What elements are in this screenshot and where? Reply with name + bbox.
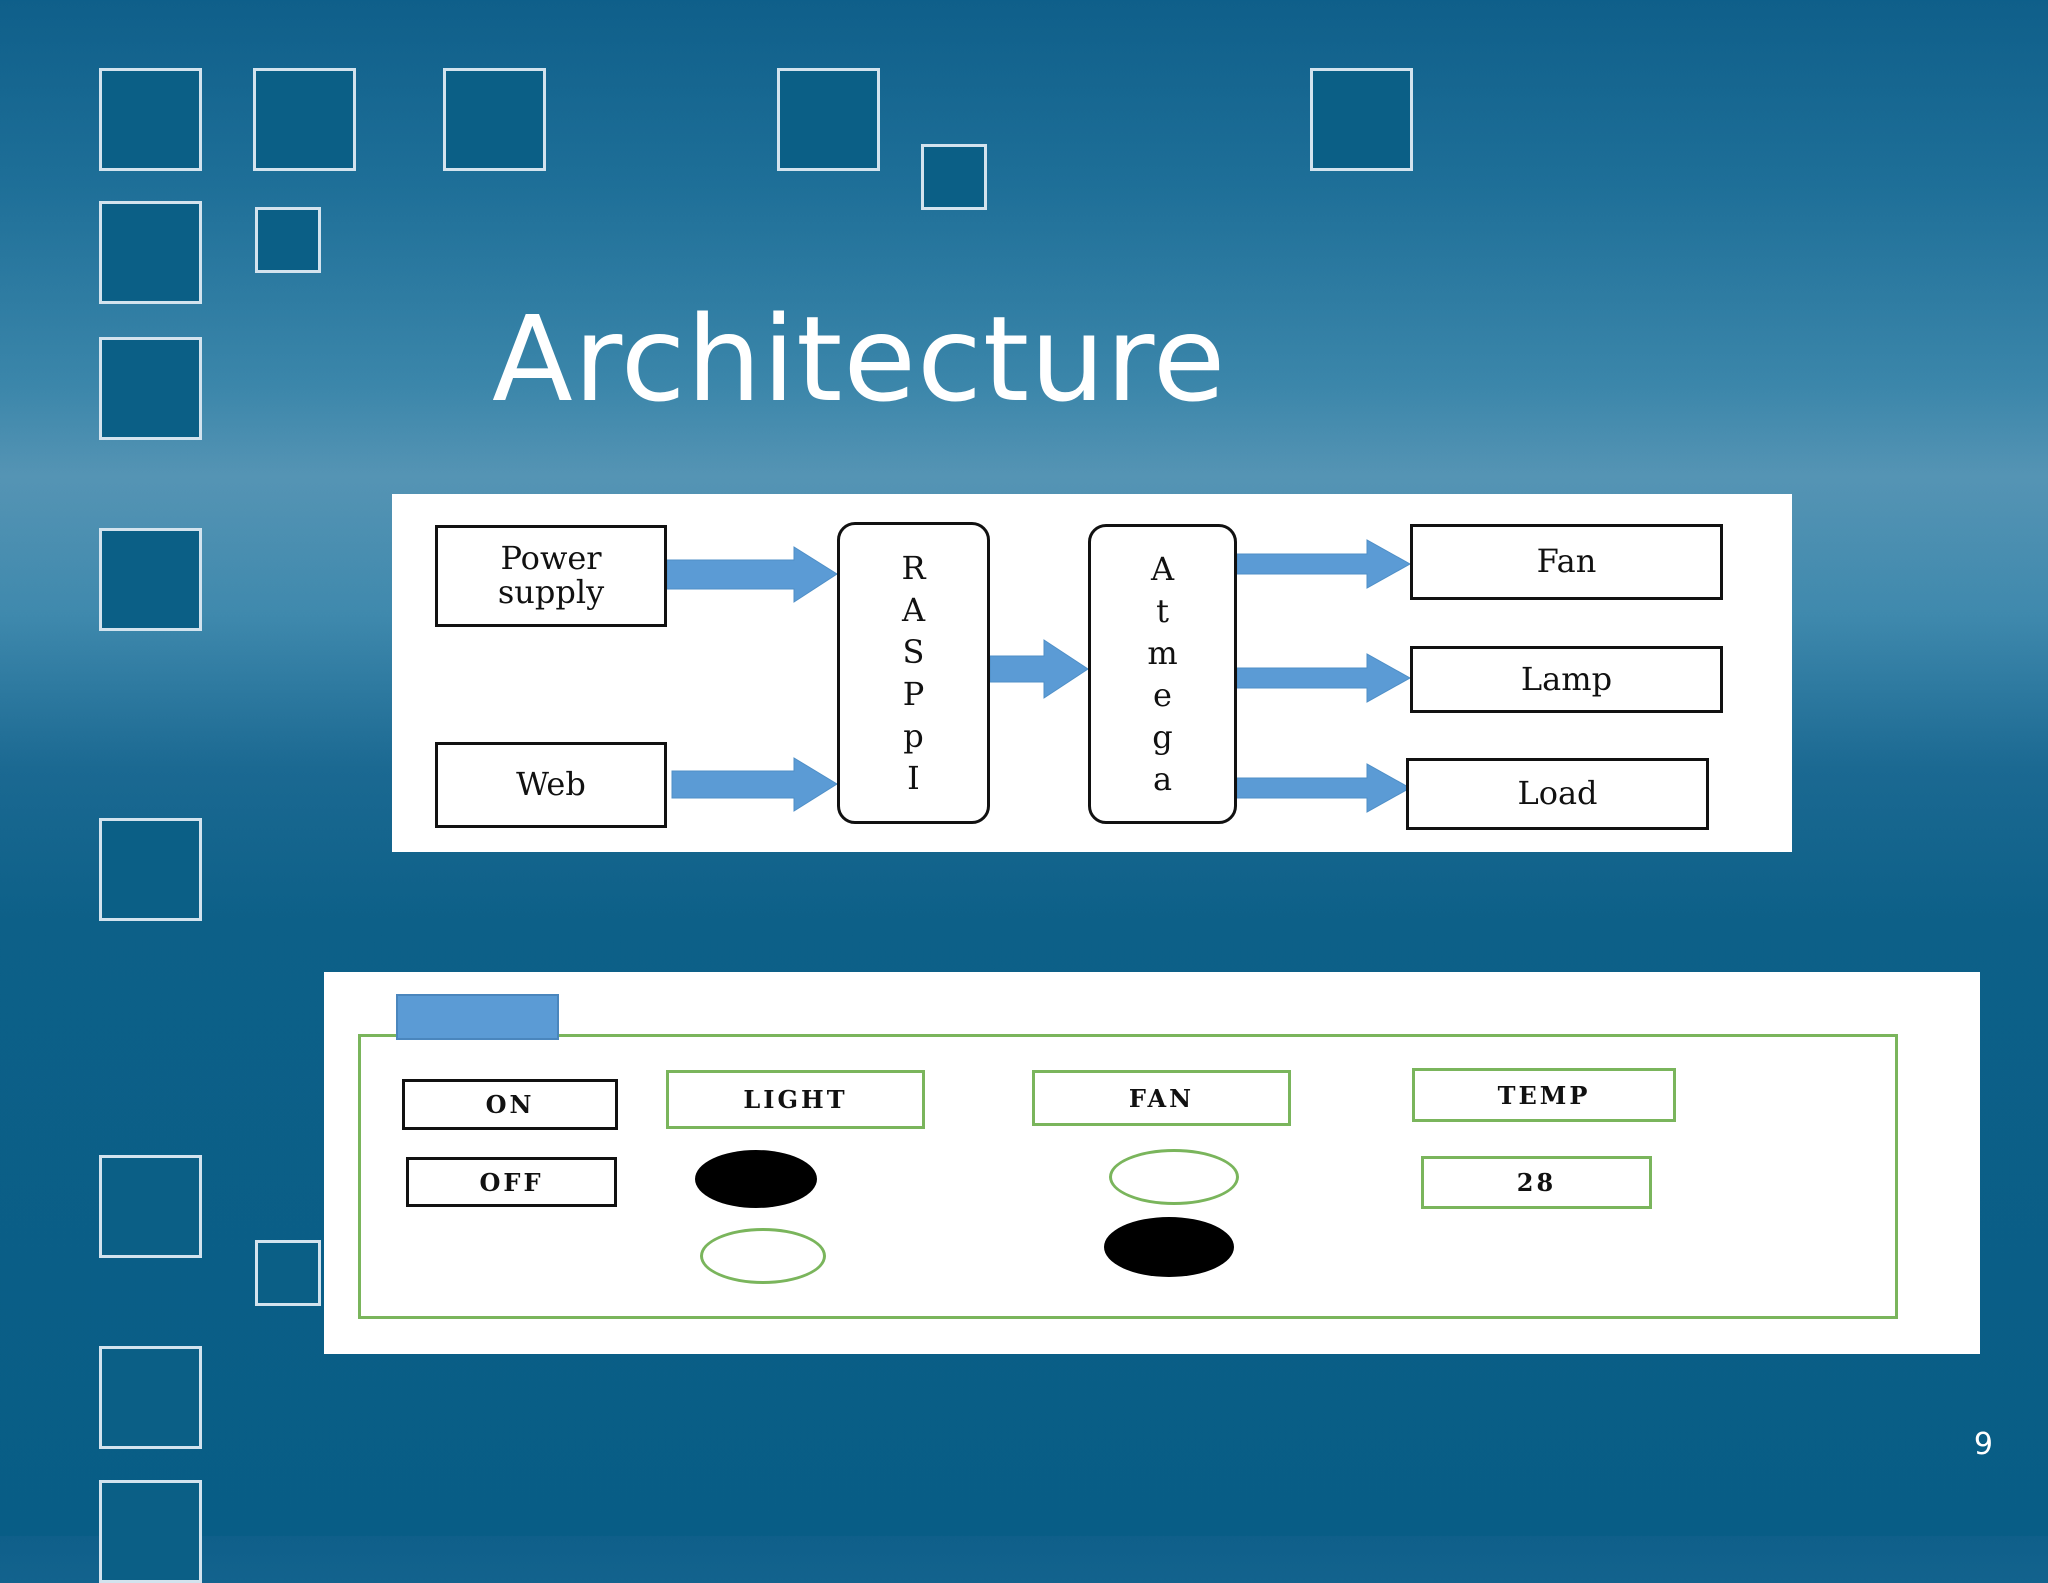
on-button-label: ON	[485, 1090, 535, 1119]
decorative-square	[99, 1480, 202, 1583]
node-atmega-char: e	[1153, 676, 1172, 714]
decorative-square	[99, 68, 202, 171]
node-raspi-char: P	[902, 675, 925, 713]
node-raspi: R A S P p I	[837, 522, 990, 824]
node-web-label: Web	[516, 765, 586, 804]
decorative-square	[255, 207, 321, 273]
node-atmega-char: t	[1156, 592, 1169, 630]
node-power-supply: Power supply	[435, 525, 667, 627]
fan-label: FAN	[1128, 1083, 1195, 1113]
light-indicator-off	[700, 1228, 826, 1284]
node-atmega: A t m e g a	[1088, 524, 1237, 824]
node-load: Load	[1406, 758, 1709, 830]
decorative-square	[99, 1155, 202, 1258]
node-atmega-char: g	[1152, 718, 1173, 756]
decorative-square	[1310, 68, 1413, 171]
decorative-square	[443, 68, 546, 171]
arrows-layer	[666, 539, 1412, 813]
node-lamp: Lamp	[1410, 646, 1723, 713]
node-power-supply-label: Power supply	[497, 539, 605, 611]
node-atmega-char: A	[1150, 550, 1175, 588]
off-button[interactable]: OFF	[406, 1157, 617, 1207]
node-raspi-char: p	[903, 717, 924, 755]
decorative-square	[99, 1346, 202, 1449]
light-label-box: LIGHT	[666, 1070, 925, 1129]
arrow-raspi-to-atmega	[989, 639, 1089, 699]
node-raspi-char: S	[902, 633, 925, 671]
light-label: LIGHT	[743, 1085, 848, 1114]
control-panel-mockup: ON OFF LIGHT FAN TEMP 28	[324, 972, 1980, 1354]
arrow-web-to-raspi	[671, 757, 838, 812]
arrow-atmega-to-fan	[1236, 539, 1412, 589]
decorative-square	[253, 68, 356, 171]
arrow-atmega-to-load	[1236, 763, 1412, 813]
decorative-square	[255, 1240, 321, 1306]
light-indicator-on	[695, 1150, 817, 1208]
on-button[interactable]: ON	[402, 1079, 618, 1130]
decorative-square	[777, 68, 880, 171]
temp-label-box: TEMP	[1412, 1068, 1676, 1122]
architecture-diagram: Power supply Web R A S P p I A t m e g a…	[392, 494, 1792, 852]
node-load-label: Load	[1517, 774, 1598, 813]
node-fan-label: Fan	[1536, 542, 1597, 581]
page-number: 9	[1973, 1427, 1993, 1462]
temp-label: TEMP	[1497, 1080, 1591, 1110]
arrow-power-to-raspi	[666, 546, 838, 603]
node-raspi-char: I	[907, 759, 920, 797]
arrow-atmega-to-lamp	[1236, 653, 1412, 703]
fan-indicator-on	[1104, 1217, 1234, 1277]
decorative-square	[99, 818, 202, 921]
control-panel-tab	[396, 994, 559, 1040]
node-lamp-label: Lamp	[1520, 659, 1613, 698]
node-raspi-char: A	[901, 591, 926, 629]
control-panel-frame	[358, 1034, 1898, 1319]
fan-indicator-off	[1109, 1149, 1239, 1205]
node-atmega-char: a	[1152, 760, 1173, 798]
fan-label-box: FAN	[1032, 1070, 1291, 1126]
node-web: Web	[435, 742, 667, 828]
node-atmega-char: m	[1147, 634, 1178, 672]
decorative-square	[99, 201, 202, 304]
slide-title: Architecture	[492, 290, 1227, 428]
node-raspi-char: R	[901, 549, 926, 587]
decorative-square	[99, 528, 202, 631]
temp-value-field: 28	[1421, 1156, 1652, 1209]
decorative-square	[921, 144, 987, 210]
off-button-label: OFF	[479, 1167, 544, 1197]
temp-value: 28	[1516, 1168, 1557, 1197]
decorative-square	[99, 337, 202, 440]
node-fan: Fan	[1410, 524, 1723, 600]
